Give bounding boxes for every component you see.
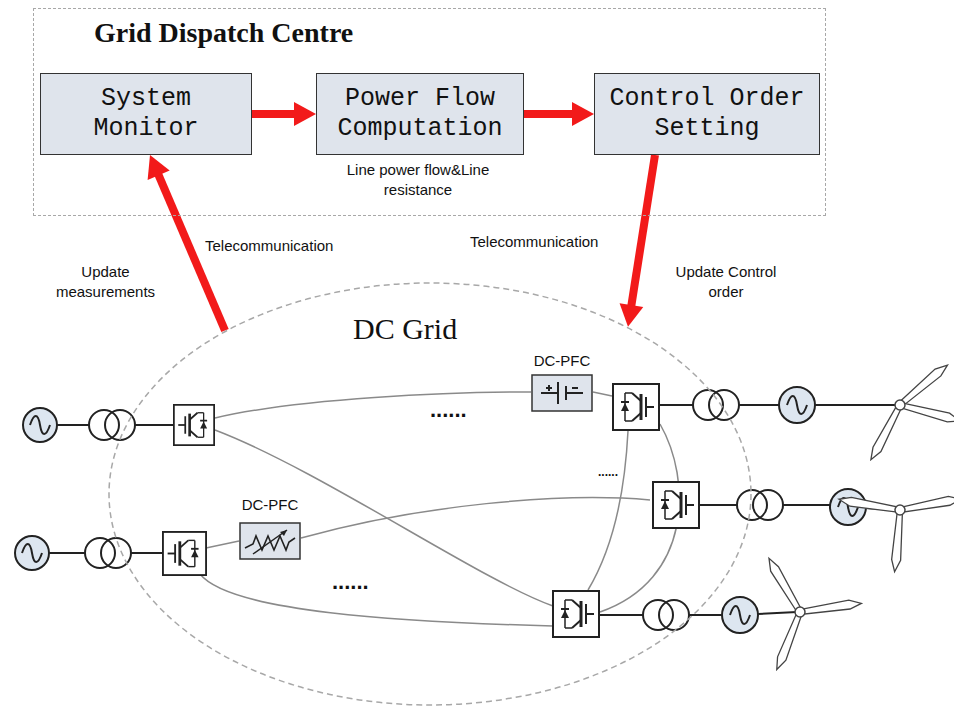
annotation-label: Telecommunication [205,236,333,256]
telecom-arrow [620,155,655,327]
node-text: System Monitor [41,84,251,144]
process-box: System Monitor [40,73,252,155]
annotation-label: Telecommunication [470,232,598,252]
variable-resistor-symbol [239,522,301,560]
node-text: Grid Dispatch Centre [94,17,353,49]
node-text: DC Grid [353,312,457,346]
continuation-dots: ...... [598,466,610,479]
node-text: Control Order Setting [595,84,819,144]
ellipse-outline [108,282,752,706]
dc-pfc-resistor: DC-PFC [222,496,318,574]
telecom-arrow [252,102,316,126]
annotation-label: Line power flow&Line resistance [318,160,518,199]
process-box: Power Flow Computation [316,73,524,155]
telecom-arrow [524,102,594,126]
dc-grid-region: DC GridDC-PFC DC-PFC [108,282,752,706]
annotation-label: Update Control order [666,262,786,301]
node-text: DC-PFC [222,496,318,513]
dc-pfc-capacitor: DC-PFC [526,352,598,412]
continuation-dots: ...... [332,568,369,597]
annotation-label: Update measurements [48,262,163,301]
capacitor-symbol [531,374,593,412]
node-text: DC-PFC [526,352,598,369]
node-text: Power Flow Computation [317,84,523,144]
process-box: Control Order Setting [594,73,820,155]
continuation-dots: ...... [430,396,467,425]
